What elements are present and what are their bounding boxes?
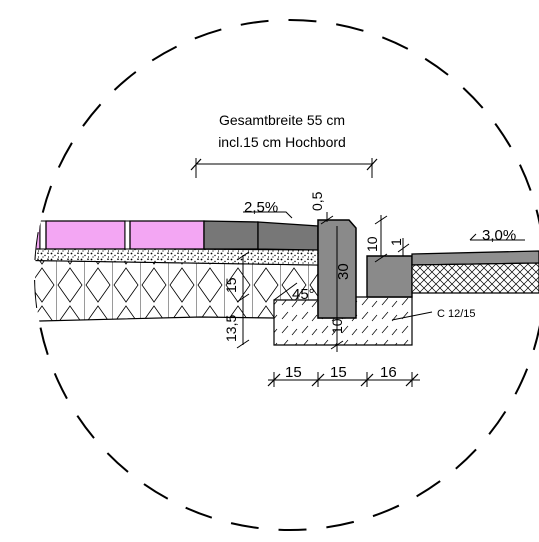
dim-13-5: 13,5 — [223, 315, 239, 342]
title-line2: incl.15 cm Hochbord — [218, 134, 346, 150]
slope-left-arrow — [243, 211, 293, 219]
title-line1: Gesamtbreite 55 cm — [219, 112, 345, 128]
crosshatch-base — [411, 262, 539, 294]
dim-15-vertical: 15 — [223, 277, 239, 293]
section-body — [35, 219, 539, 346]
dim-0-5: 0,5 — [309, 191, 325, 211]
dim-16: 16 — [380, 364, 397, 381]
curb-dims — [320, 212, 410, 352]
dim-15-a: 15 — [285, 364, 302, 381]
dark-pavers — [203, 220, 319, 251]
slope-right-label: 3,0% — [482, 227, 516, 244]
step-block — [366, 255, 413, 298]
angle-label: 45° — [292, 286, 315, 303]
total-width-dim — [190, 158, 378, 178]
pink-pavers — [35, 220, 205, 250]
dim-10-bottom: 10 — [329, 318, 345, 334]
dim-15-b: 15 — [330, 364, 347, 381]
concrete-leader — [391, 311, 433, 321]
subbase-layer — [35, 259, 319, 323]
slope-right-arrow — [469, 233, 525, 241]
dim-1: 1 — [388, 238, 404, 246]
angle-line — [273, 282, 298, 301]
concrete-label: C 12/15 — [437, 308, 476, 320]
left-dims — [236, 251, 250, 349]
dim-30: 30 — [335, 263, 352, 280]
asphalt-layer — [411, 250, 539, 266]
dim-10-top: 10 — [364, 236, 380, 252]
detail-circle — [34, 19, 539, 531]
slope-left-label: 2,5% — [244, 199, 278, 216]
bottom-dims — [267, 372, 420, 387]
